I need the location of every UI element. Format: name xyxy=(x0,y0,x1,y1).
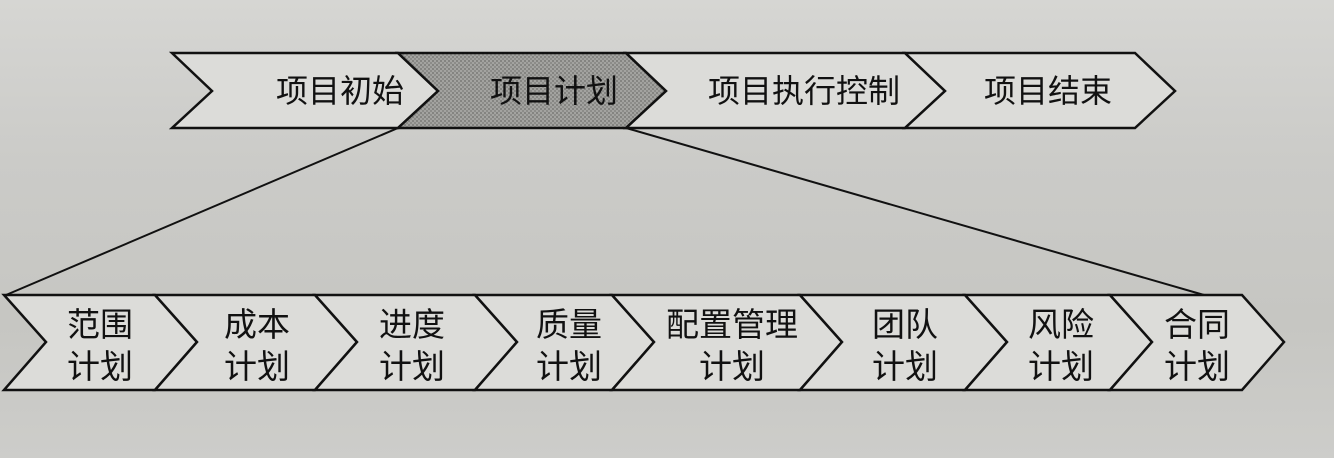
phase-row: 项目初始 项目计划 项目执行控制 项目结束 xyxy=(168,51,1177,130)
subplan-label-team-line2: 计划 xyxy=(872,347,938,386)
subplan-label-contract-line2: 计划 xyxy=(1164,347,1230,386)
subplan-label-cost-line2: 计划 xyxy=(224,347,290,386)
subplan-label-team-line1: 团队 xyxy=(872,305,938,344)
subplan-label-configuration-line2: 计划 xyxy=(699,347,765,386)
subplan-label-cost-line1: 成本 xyxy=(224,305,290,344)
sub-plan-row: 范围 成本 进度 质量 配置管理 团队 风险 合同 计划 计划 计划 计划 计划… xyxy=(1,293,1286,392)
subplan-label-scope-line1: 范围 xyxy=(67,305,133,344)
phase-label-initiation: 项目初始 xyxy=(276,72,404,110)
phase-label-planning: 项目计划 xyxy=(490,72,618,110)
connector-line-left xyxy=(5,127,399,296)
phase-label-execution: 项目执行控制 xyxy=(708,72,900,110)
subplan-chevron-contract xyxy=(1107,293,1286,392)
subplan-label-quality-line1: 质量 xyxy=(536,305,602,344)
subplan-label-risk-line2: 计划 xyxy=(1028,347,1094,386)
expansion-connector-lines xyxy=(5,127,1205,296)
connector-line-right xyxy=(625,127,1205,296)
subplan-label-contract-line1: 合同 xyxy=(1164,305,1230,344)
subplan-label-configuration-line1: 配置管理 xyxy=(666,305,798,344)
phase-chevron-closing xyxy=(901,51,1177,130)
subplan-label-risk-line1: 风险 xyxy=(1028,305,1094,344)
subplan-label-quality-line2: 计划 xyxy=(536,347,602,386)
subplan-label-scope-line2: 计划 xyxy=(67,347,133,386)
subplan-label-schedule-line2: 计划 xyxy=(379,347,445,386)
phase-label-closing: 项目结束 xyxy=(984,72,1112,110)
subplan-label-schedule-line1: 进度 xyxy=(379,305,445,344)
